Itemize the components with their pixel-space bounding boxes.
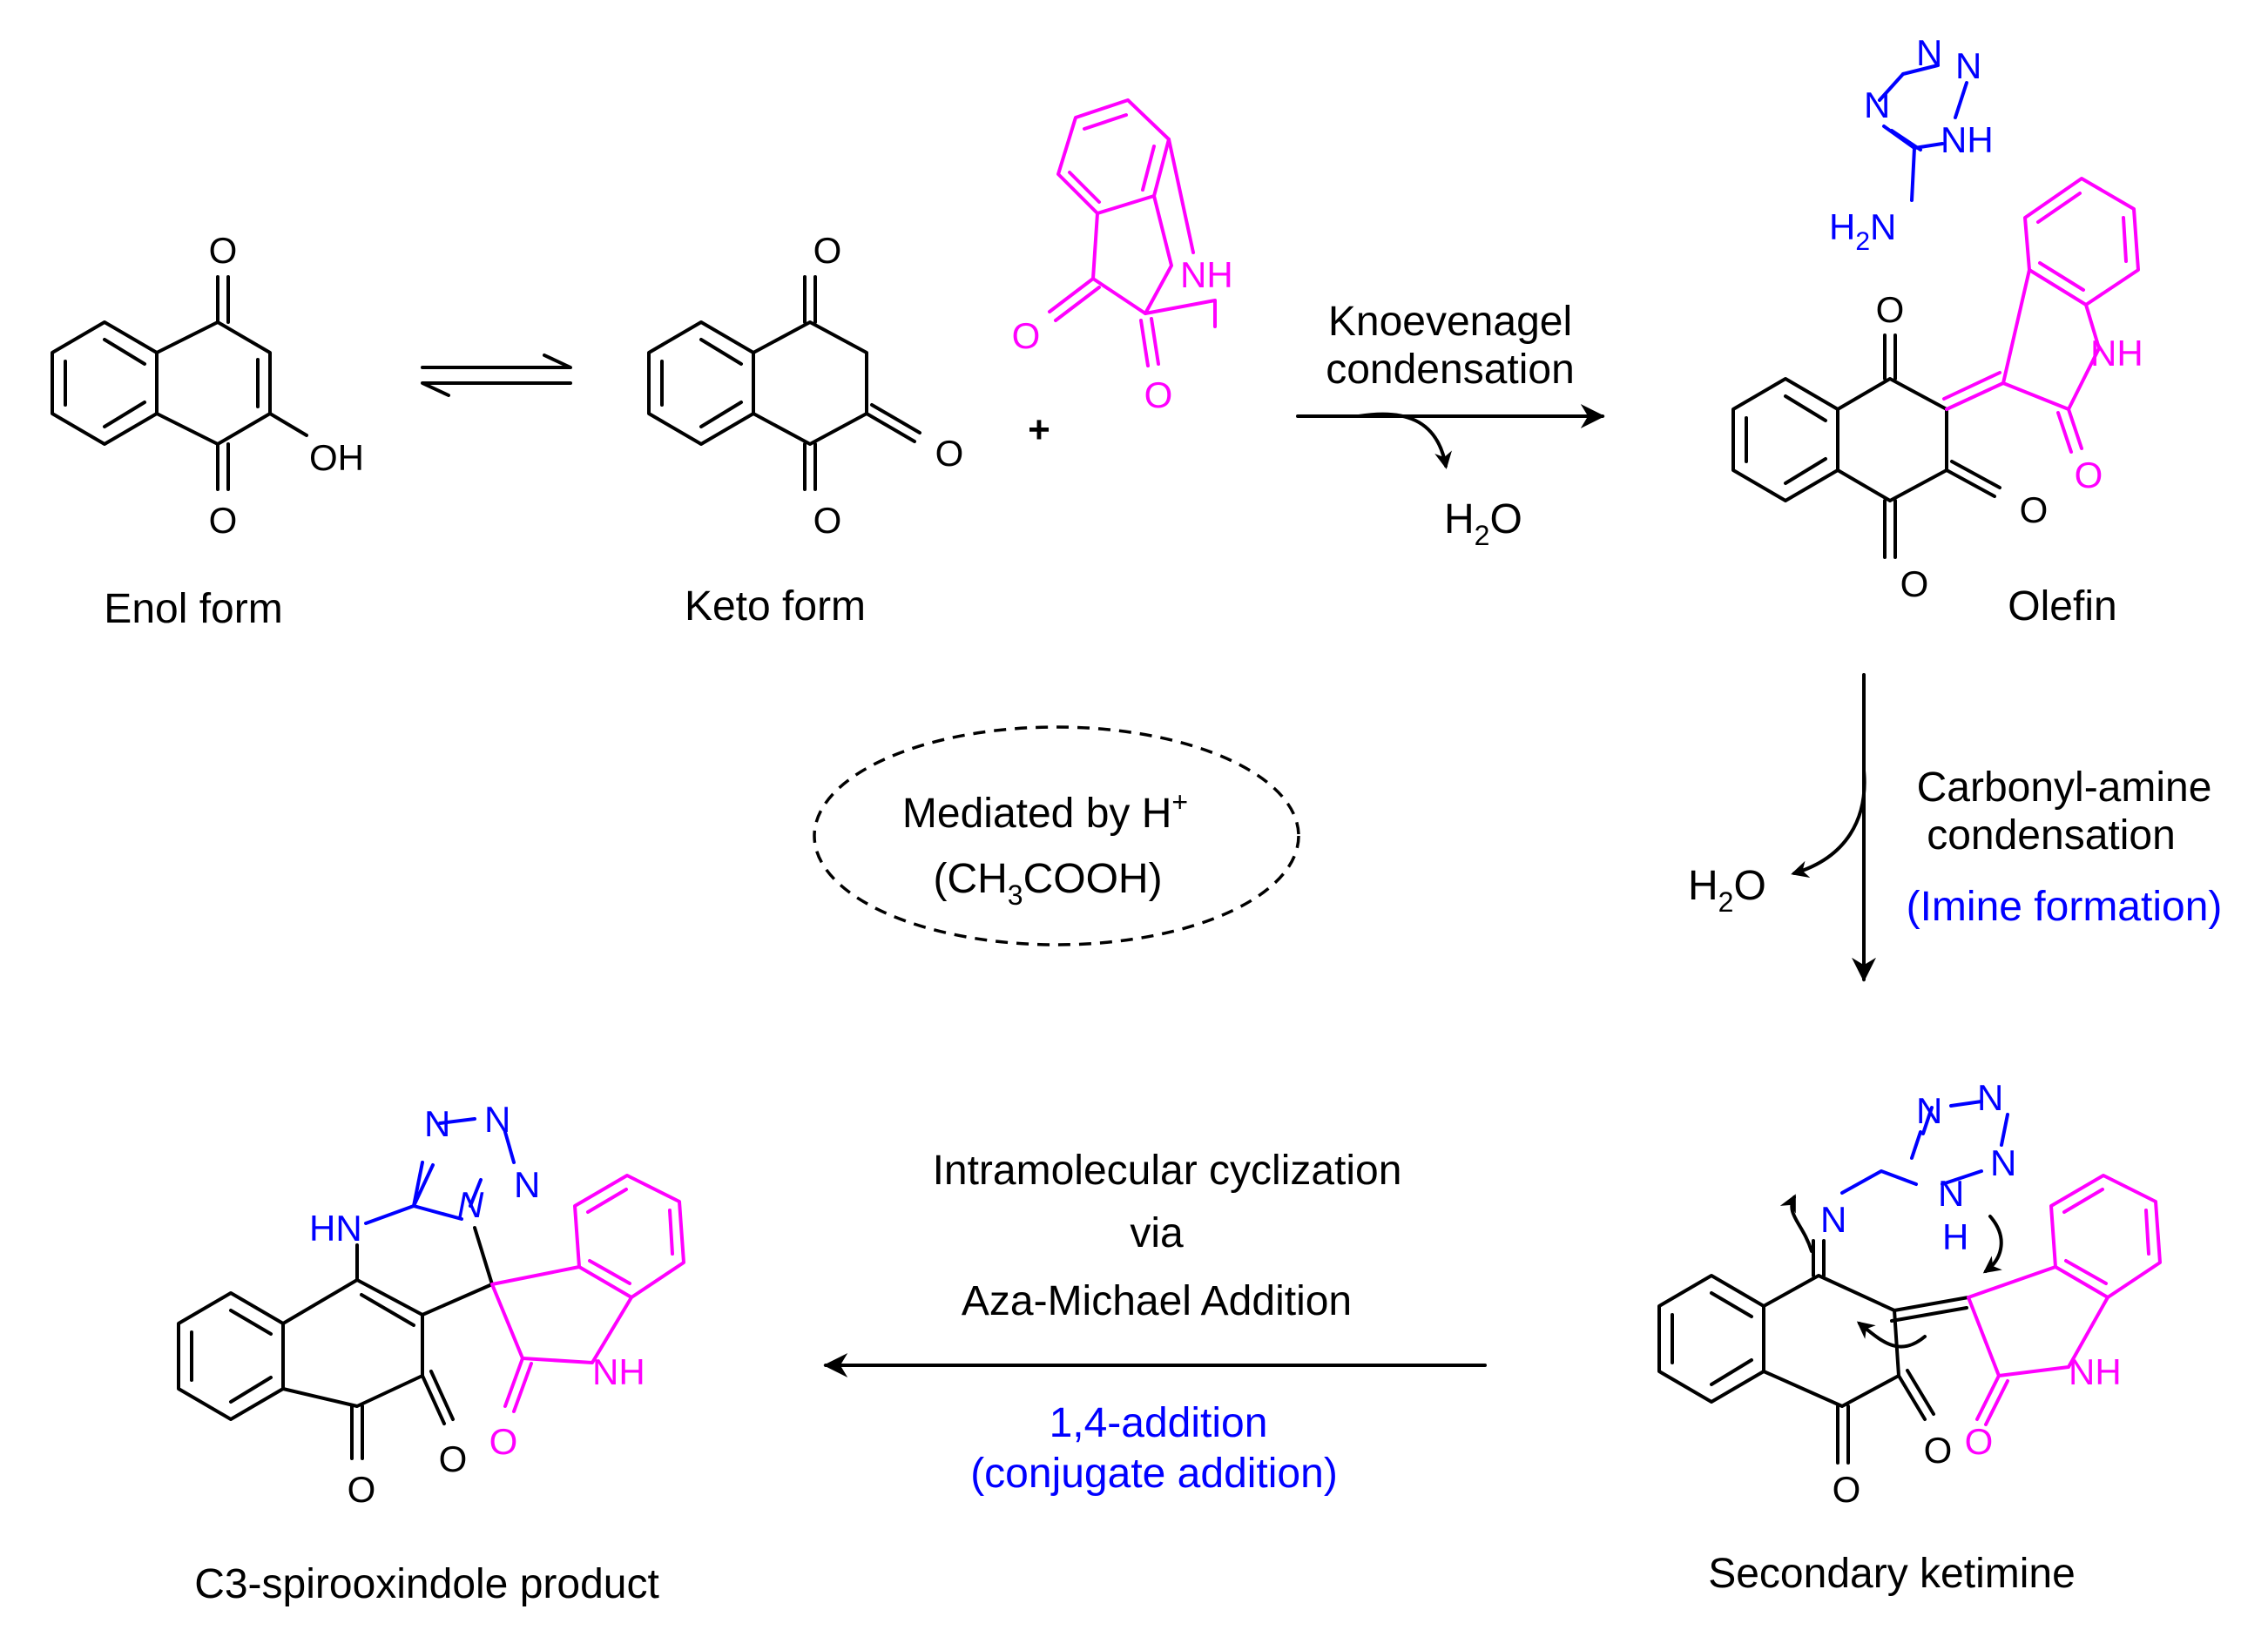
product-oxygen-bottom: O: [348, 1469, 376, 1510]
product-tetrazole-n4: N: [457, 1184, 484, 1225]
product-oxygen-right: O: [439, 1438, 468, 1479]
product-label: C3-spirooxindole product: [194, 1561, 659, 1607]
cyclization-note1: 1,4-addition: [1050, 1400, 1268, 1446]
carbonyl-amine-line1: Carbonyl-amine: [1917, 764, 2212, 811]
enol-form-label: Enol form: [104, 586, 282, 632]
carbonyl-amine-water: H2O: [1688, 863, 1766, 918]
keto-oxygen-top: O: [813, 230, 842, 271]
tetrazole-n-top-right: N: [1955, 45, 1981, 86]
knoevenagel-line1: Knoevenagel: [1328, 299, 1572, 345]
imine-formation-note: (Imine formation): [1907, 884, 2223, 930]
ketimine-isatin-oxygen: O: [1965, 1421, 1994, 1462]
enol-form-structure: O O OH: [51, 230, 364, 541]
mediator-line2: (CH3COOH): [933, 856, 1162, 911]
tetrazole-nh: NH: [1941, 119, 1994, 160]
knoevenagel-water: H2O: [1444, 496, 1522, 551]
isatin-structure: NH O O: [1012, 98, 1233, 415]
ketimine-imine-n: N: [1820, 1199, 1846, 1240]
ketimine-tetrazole-h: H: [1942, 1216, 1968, 1257]
knoevenagel-arrow: [1296, 404, 1605, 469]
enol-oxygen-top: O: [209, 230, 238, 271]
product-hn: HN: [309, 1208, 362, 1249]
tetrazole-amine: H2N: [1829, 206, 1896, 256]
ketimine-isatin-nh: NH: [2069, 1351, 2122, 1392]
tetrazole-n-left: N: [1864, 84, 1890, 125]
secondary-ketimine-structure: O O N N N N N H NH O: [1657, 1077, 2162, 1510]
ketimine-tetrazole-n1: N: [1916, 1090, 1942, 1131]
keto-form-structure: O O O: [647, 230, 964, 541]
isatin-oxygen-3: O: [1012, 315, 1041, 356]
olefin-isatin-oxygen: O: [2075, 455, 2103, 495]
cyclization-line2: via: [1130, 1210, 1184, 1256]
olefin-oxygen-top: O: [1876, 289, 1905, 330]
ketimine-tetrazole-n4: N: [1938, 1173, 1964, 1214]
cyclization-note2: (conjugate addition): [970, 1451, 1338, 1497]
keto-form-label: Keto form: [685, 583, 866, 630]
aminotetrazole-structure: N N N NH H2N: [1829, 32, 1994, 256]
tetrazole-n-top-left: N: [1916, 32, 1942, 73]
knoevenagel-line2: condensation: [1326, 347, 1575, 393]
ketimine-tetrazole-n2: N: [1977, 1077, 2003, 1118]
enol-hydroxyl: OH: [309, 437, 364, 478]
mediator-line1: Mediated by H+: [902, 786, 1188, 837]
olefin-isatin-nh: NH: [2090, 333, 2143, 374]
olefin-oxygen-right: O: [2020, 489, 2049, 530]
equilibrium-arrows: [421, 354, 572, 397]
ketimine-tetrazole-n3: N: [1990, 1142, 2016, 1183]
plus-sign: +: [1028, 408, 1050, 451]
ketimine-oxygen-right: O: [1924, 1430, 1953, 1471]
olefin-structure: O O O NH O: [1731, 177, 2143, 604]
olefin-oxygen-bottom: O: [1900, 563, 1929, 604]
olefin-label: Olefin: [2008, 583, 2116, 630]
product-tetrazole-n3: N: [514, 1164, 540, 1205]
product-tetrazole-n1: N: [424, 1103, 450, 1144]
keto-oxygen-right: O: [935, 433, 964, 474]
carbonyl-amine-line2: condensation: [1927, 812, 2176, 859]
cyclization-line3: Aza-Michael Addition: [962, 1278, 1352, 1324]
keto-oxygen-bottom: O: [813, 500, 842, 541]
product-isatin-nh: NH: [592, 1351, 645, 1392]
carbonyl-amine-arrow: [1791, 673, 1876, 982]
cyclization-line1: Intramolecular cyclization: [933, 1148, 1402, 1194]
isatin-oxygen-2: O: [1144, 374, 1173, 415]
isatin-nh: NH: [1180, 254, 1233, 295]
product-isatin-oxygen: O: [489, 1421, 518, 1462]
mediator-ellipse: [813, 725, 1300, 946]
ketimine-label: Secondary ketimine: [1708, 1551, 2076, 1597]
ketimine-oxygen-bottom: O: [1833, 1469, 1861, 1510]
product-tetrazole-n2: N: [484, 1099, 510, 1140]
spirooxindole-product-structure: O O HN N N N N NH O: [177, 1099, 685, 1510]
enol-oxygen-bottom: O: [209, 500, 238, 541]
